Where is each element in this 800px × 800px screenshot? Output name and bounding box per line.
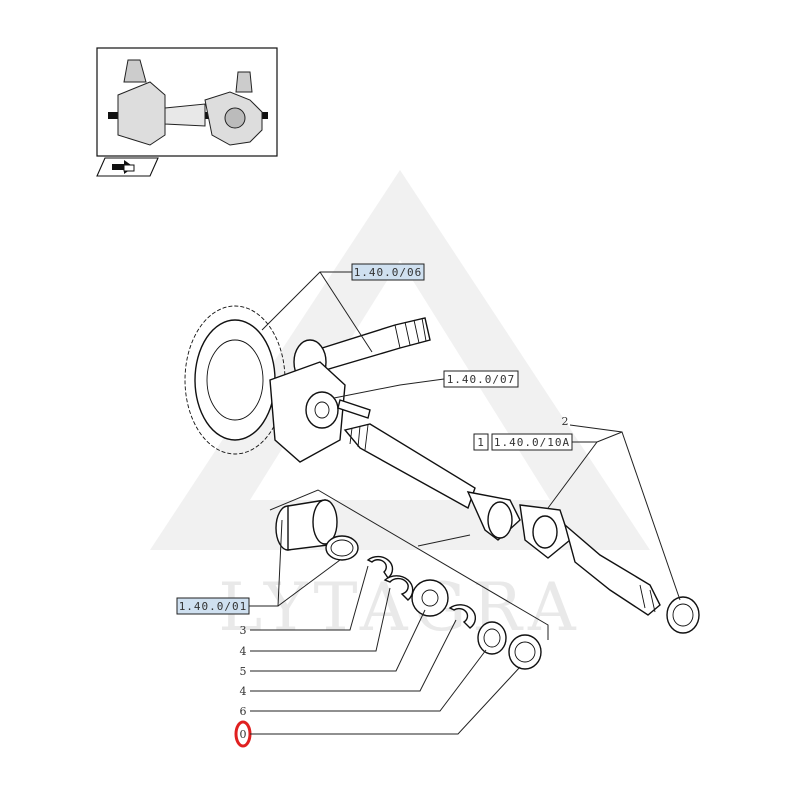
reference-label: 1.40.0/01	[179, 600, 248, 613]
differential-housing	[269, 361, 371, 463]
leader-line	[547, 431, 623, 509]
quantity-box: 1	[473, 433, 489, 451]
leader-line	[261, 271, 373, 353]
reference-label: 1.40.0/06	[354, 266, 423, 279]
washer-part	[477, 621, 507, 655]
callout-number[interactable]: 2	[562, 415, 569, 428]
ring-gear	[184, 305, 286, 455]
watermark-text: LYTAGRA	[218, 569, 581, 646]
spacer-part	[275, 499, 338, 551]
reference-group-shaft[interactable]: 1.40.0/10A	[491, 433, 573, 451]
callout-number[interactable]: 3	[240, 624, 247, 637]
leader-line	[249, 519, 341, 607]
ring-part	[325, 535, 359, 561]
reference-label: 1.40.0/10A	[494, 436, 570, 449]
callout-list: 3 4 5 4 6 0	[234, 565, 521, 748]
group-bracket	[269, 489, 549, 640]
axle-thumbnail	[108, 59, 268, 146]
axle-shaft	[343, 423, 661, 616]
leader-line	[569, 424, 681, 601]
overview-thumbnail[interactable]	[96, 47, 278, 177]
shaft-seal-part	[666, 596, 700, 634]
reference-group-mid[interactable]: 1.40.0/07	[443, 370, 519, 388]
callout-number[interactable]: 6	[240, 705, 247, 718]
seal-ring-part	[508, 634, 542, 670]
circlip-part-2	[383, 575, 414, 601]
callout-number[interactable]: 4	[240, 645, 247, 658]
reference-group-left[interactable]: 1.40.0/01	[176, 597, 250, 615]
bearing-part	[411, 579, 449, 617]
callout-number[interactable]: 0	[240, 728, 247, 741]
selected-callout[interactable]: 0	[234, 720, 252, 748]
arrow-right-icon[interactable]	[112, 160, 135, 174]
reference-group-top[interactable]: 1.40.0/06	[351, 263, 425, 281]
reference-label: 1.40.0/07	[447, 373, 516, 386]
callout-number[interactable]: 5	[240, 665, 247, 678]
quantity-label: 1	[477, 436, 485, 449]
leader-line	[333, 378, 445, 399]
circlip-part-3	[448, 604, 477, 629]
callout-number[interactable]: 4	[240, 685, 247, 698]
